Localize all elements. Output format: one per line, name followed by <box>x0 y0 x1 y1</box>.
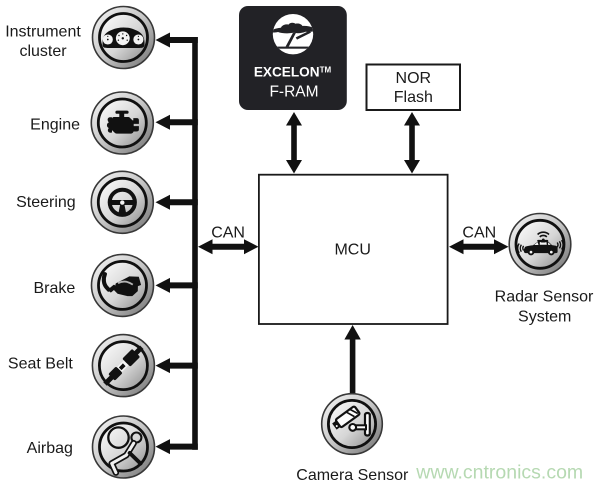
svg-text:NOR: NOR <box>396 70 432 87</box>
svg-text:MCU: MCU <box>334 242 370 259</box>
svg-text:CAN: CAN <box>462 224 496 241</box>
svg-text:Engine: Engine <box>30 116 80 133</box>
svg-text:Camera Sensor: Camera Sensor <box>296 467 409 484</box>
svg-text:EXCELONTM: EXCELONTM <box>254 65 332 80</box>
svg-text:Instrument: Instrument <box>5 24 81 41</box>
svg-text:www.cntronics.com: www.cntronics.com <box>415 462 583 484</box>
svg-text:Radar Sensor: Radar Sensor <box>495 288 594 305</box>
svg-text:Brake: Brake <box>34 280 76 297</box>
svg-text:System: System <box>518 308 571 325</box>
svg-text:Airbag: Airbag <box>27 440 73 457</box>
svg-text:F-RAM: F-RAM <box>269 84 318 101</box>
svg-text:Seat Belt: Seat Belt <box>8 356 73 373</box>
svg-text:Flash: Flash <box>394 89 433 106</box>
svg-text:Steering: Steering <box>16 194 76 211</box>
svg-text:cluster: cluster <box>19 43 67 60</box>
svg-text:CAN: CAN <box>211 225 245 242</box>
